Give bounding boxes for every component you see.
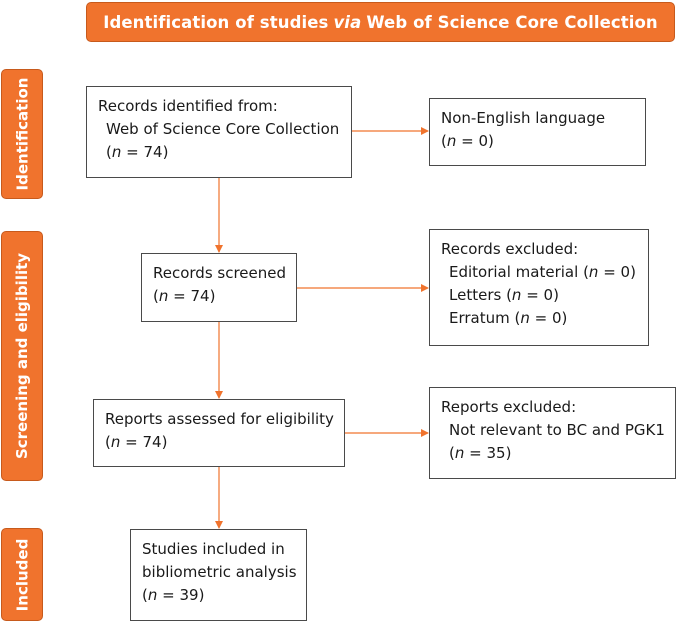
identified-heading: Records identified from: <box>98 97 278 115</box>
box-reports-excluded: Reports excluded: Not relevant to BC and… <box>429 387 676 479</box>
phase-screening: Screening and eligibility <box>1 231 43 481</box>
non-english-heading: Non-English language <box>441 109 606 127</box>
excluded-item-editorial: Editorial material (n = 0) <box>449 263 636 281</box>
phase-identification: Identification <box>1 69 43 199</box>
phase-included: Included <box>1 528 43 621</box>
identified-source: Web of Science Core Collection <box>106 120 340 138</box>
box-reports-assessed: Reports assessed for eligibility (n = 74… <box>93 399 345 467</box>
box-non-english: Non-English language (n = 0) <box>429 98 646 166</box>
box-records-excluded: Records excluded: Editorial material (n … <box>429 229 649 346</box>
header-suffix: Web of Science Core Collection <box>366 12 658 32</box>
records-excluded-heading: Records excluded: <box>441 240 579 258</box>
header-emphasis: via <box>333 12 362 32</box>
excluded-item-erratum: Erratum (n = 0) <box>449 309 568 327</box>
non-english-count: (n = 0) <box>441 132 494 150</box>
box-records-identified: Records identified from: Web of Science … <box>86 86 352 178</box>
assessed-count: (n = 74) <box>105 433 168 451</box>
screened-count: (n = 74) <box>153 287 216 305</box>
box-records-screened: Records screened (n = 74) <box>141 253 297 322</box>
identified-count: (n = 74) <box>106 143 169 161</box>
header-prefix: Identification of studies <box>103 12 329 32</box>
included-line-1: Studies included in <box>142 540 285 558</box>
assessed-heading: Reports assessed for eligibility <box>105 410 334 428</box>
included-line-2: bibliometric analysis <box>142 563 297 581</box>
reports-excluded-heading: Reports excluded: <box>441 398 577 416</box>
box-studies-included: Studies included in bibliometric analysi… <box>130 529 307 621</box>
included-count: (n = 39) <box>142 586 205 604</box>
reports-excluded-count: (n = 35) <box>449 444 512 462</box>
screened-heading: Records screened <box>153 264 287 282</box>
reports-excluded-reason: Not relevant to BC and PGK1 <box>449 421 665 439</box>
excluded-item-letters: Letters (n = 0) <box>449 286 559 304</box>
flow-header: Identification of studies via Web of Sci… <box>86 2 675 42</box>
